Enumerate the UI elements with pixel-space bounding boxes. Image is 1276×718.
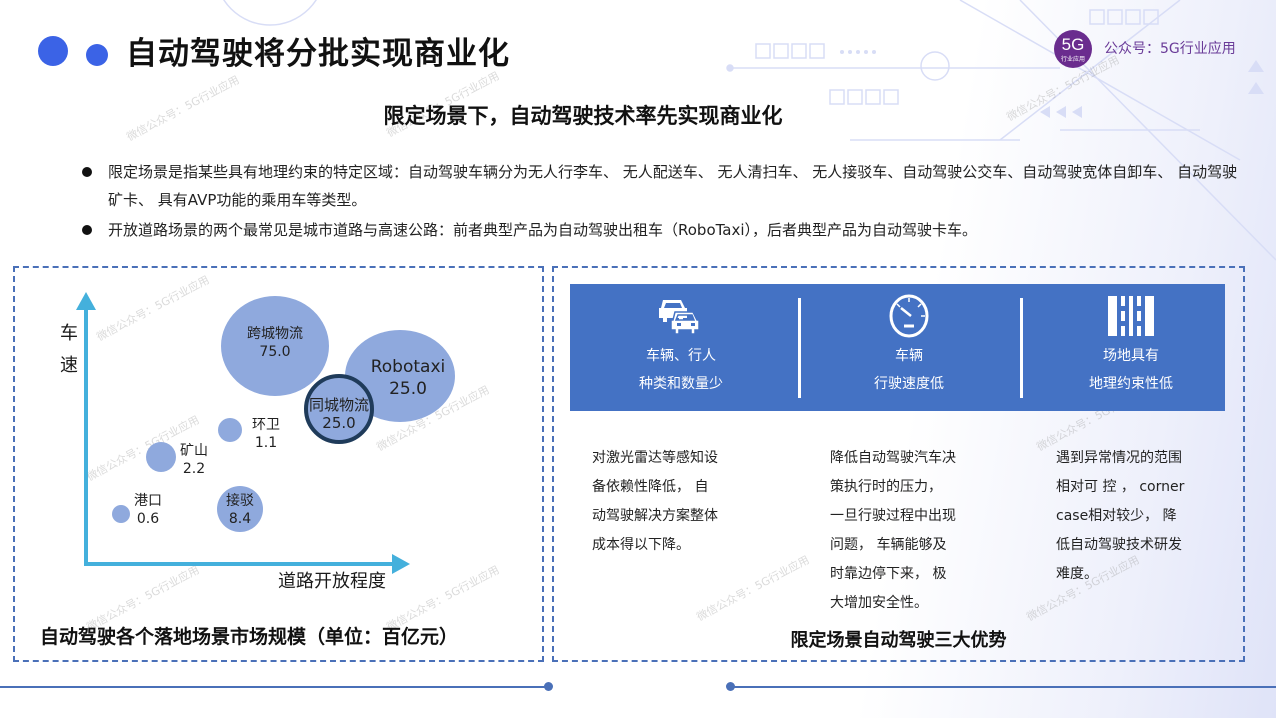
bubble-mining: [146, 442, 176, 472]
bubble-value: 2.2: [182, 461, 206, 477]
bubble-value: 75.0: [259, 344, 291, 360]
section-subtitle: 限定场景下，自动驾驶技术率先实现商业化: [383, 104, 783, 128]
banner-divider: [1020, 298, 1023, 398]
y-axis: [84, 308, 88, 566]
desc-line: 时靠边停下来， 极: [830, 566, 947, 582]
feature-line2: 行驶速度低: [874, 376, 944, 392]
banner-divider: [798, 298, 801, 398]
desc-line: 相对可 控 ， corner: [1056, 479, 1185, 495]
desc-line: 难度。: [1056, 566, 1098, 582]
barrier-icon: [1022, 292, 1240, 340]
feature-line1: 车辆: [895, 348, 923, 364]
bubble-label: 接驳 8.4: [217, 492, 263, 528]
bullet-item: 限定场景是指某些具有地理约束的特定区域：自动驾驶车辆分为无人行李车、 无人配送车…: [80, 158, 1250, 214]
bubble-label: 同城物流 25.0: [300, 396, 378, 432]
desc-line: 遇到异常情况的范围: [1056, 450, 1182, 466]
x-axis-label: 道路开放程度: [278, 571, 386, 592]
bubble-label: 环卫 1.1: [246, 416, 286, 452]
feature-geofence: 场地具有 地理约束性低: [1022, 292, 1240, 398]
account-name: 公众号：5G行业应用: [1104, 41, 1236, 57]
feature-line2: 种类和数量少: [639, 376, 723, 392]
footer-divider: [732, 686, 1276, 688]
y-axis-label: 车速: [60, 323, 78, 376]
bubble-name: 环卫: [252, 417, 280, 433]
y-axis-arrow-icon: [76, 292, 96, 310]
desc-line: 成本得以下降。: [592, 537, 690, 553]
bullet-item: 开放道路场景的两个最常见是城市道路与高速公路：前者典型产品为自动驾驶出租车（Ro…: [80, 216, 1250, 244]
desc-line: 低自动驾驶技术研发: [1056, 537, 1182, 553]
bullet-list: 限定场景是指某些具有地理约束的特定区域：自动驾驶车辆分为无人行李车、 无人配送车…: [80, 158, 1250, 244]
logo-subtext: 行业应用: [1060, 56, 1085, 63]
title-decoration-dot-small: [86, 44, 108, 66]
bubble-name: 矿山: [180, 443, 208, 459]
feature-line1: 场地具有: [1103, 348, 1159, 364]
bubble-name: Robotaxi: [370, 357, 446, 377]
speedometer-icon: [800, 292, 1018, 340]
footer-dot: [544, 682, 553, 691]
advantage-description: 对激光雷达等感知设 备依赖性降低， 自 动驾驶解决方案整体 成本得以下降。: [592, 444, 752, 560]
footer-divider: [0, 686, 548, 688]
bubble-value: 25.0: [322, 414, 356, 432]
desc-line: 大增加安全性。: [830, 595, 928, 611]
advantages-panel: [552, 266, 1245, 662]
logo-text: 5G: [1061, 35, 1085, 54]
brand-logo: 5G 行业应用: [1054, 30, 1092, 68]
bubble-label: 跨城物流 75.0: [221, 325, 329, 361]
bubble-kuacheng-logistics: [221, 296, 329, 396]
bubble-label: 港口 0.6: [128, 492, 168, 528]
desc-line: case相对较少， 降: [1056, 508, 1177, 524]
bubble-name: 接驳: [226, 493, 254, 509]
x-axis-arrow-icon: [392, 554, 410, 574]
desc-line: 降低自动驾驶汽车决: [830, 450, 956, 466]
feature-line2: 地理约束性低: [1089, 376, 1173, 392]
feature-speed: 车辆 行驶速度低: [800, 292, 1018, 398]
desc-line: 问题， 车辆能够及: [830, 537, 947, 553]
bubble-name: 同城物流: [308, 396, 369, 414]
desc-line: 对激光雷达等感知设: [592, 450, 718, 466]
advantages-caption: 限定场景自动驾驶三大优势: [790, 630, 1007, 651]
desc-line: 一旦行驶过程中出现: [830, 508, 956, 524]
bubble-value: 0.6: [136, 511, 160, 527]
bubble-shuttle: [217, 486, 263, 532]
cars-icon: [572, 292, 790, 340]
bubble-value: 25.0: [389, 379, 427, 399]
feature-line1: 车辆、行人: [646, 348, 716, 364]
bubble-name: 港口: [134, 493, 162, 509]
bubble-value: 1.1: [254, 435, 278, 451]
advantage-description: 降低自动驾驶汽车决 策执行时的压力， 一旦行驶过程中出现 问题， 车辆能够及 时…: [830, 444, 990, 618]
desc-line: 策执行时的压力，: [830, 479, 942, 495]
bubble-port: [112, 505, 130, 523]
footer-dot: [726, 682, 735, 691]
bubble-value: 8.4: [228, 511, 252, 527]
title-decoration-dot-large: [38, 36, 68, 66]
bubble-label: 矿山 2.2: [176, 442, 212, 478]
market-size-panel: [13, 266, 544, 662]
bubble-name: 跨城物流: [247, 326, 303, 342]
feature-vehicles: 车辆、行人 种类和数量少: [572, 292, 790, 398]
chart-caption: 自动驾驶各个落地场景市场规模（单位：百亿元）: [40, 626, 459, 648]
x-axis: [84, 562, 394, 566]
desc-line: 备依赖性降低， 自: [592, 479, 709, 495]
desc-line: 动驾驶解决方案整体: [592, 508, 718, 524]
advantage-description: 遇到异常情况的范围 相对可 控 ， corner case相对较少， 降 低自动…: [1056, 444, 1216, 589]
bubble-label: Robotaxi 25.0: [350, 356, 466, 400]
bubble-sanitation: [218, 418, 242, 442]
bubble-tongcheng-logistics: [304, 374, 374, 444]
page-title: 自动驾驶将分批实现商业化: [126, 36, 510, 72]
